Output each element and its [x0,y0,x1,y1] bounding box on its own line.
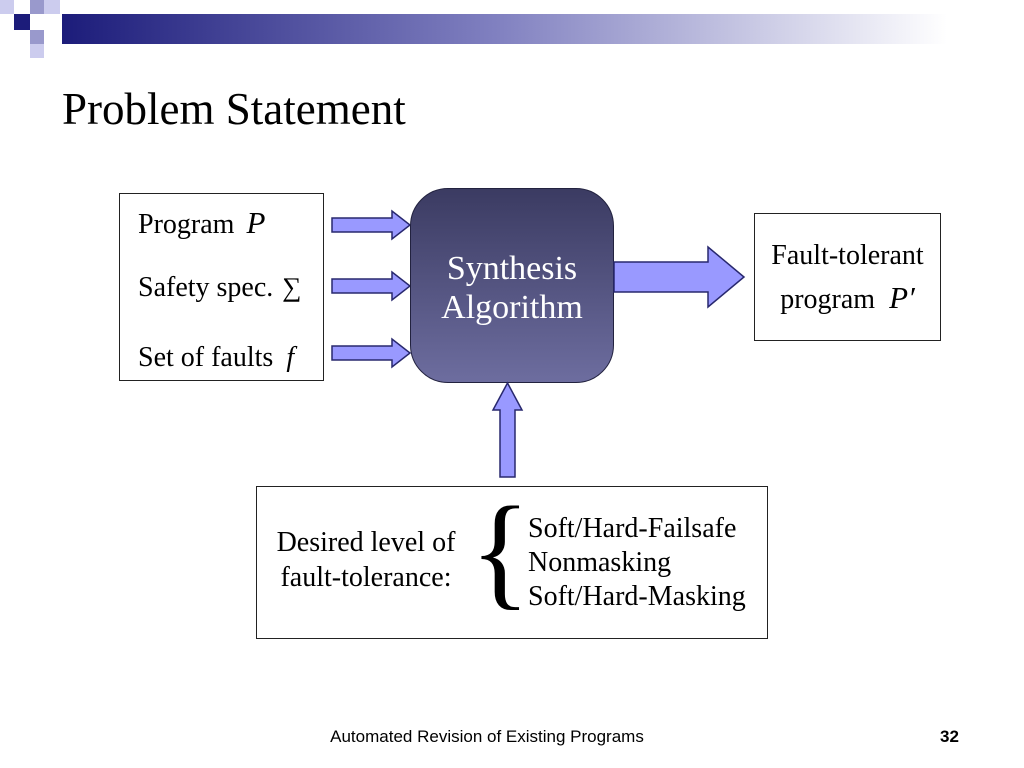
footer-text: Automated Revision of Existing Programs [330,727,644,746]
input-row-faults: Set of faults f [138,342,294,374]
title-gradient-bar [62,14,1024,44]
faults-symbol: f [286,342,295,373]
tolerance-label-line-1: Desired level of [276,527,456,558]
corner-square-navy [14,14,30,30]
output-line-2: program P′ [755,282,940,316]
corner-square [0,0,14,14]
corner-square [30,44,44,58]
inputs-box: Program P Safety spec. ∑ Set of faults f [119,193,324,381]
input-arrow-faults [331,337,412,369]
arrow-shape [613,245,746,309]
output-arrow [613,245,746,309]
input-row-program: Program P [138,207,265,241]
arrow-shape [331,270,412,302]
input-label: Set of faults [138,342,274,373]
input-label: Safety spec. [138,272,274,303]
input-row-safety-spec: Safety spec. ∑ [138,271,302,304]
tolerance-level-item: Soft/Hard-Failsafe [528,513,737,544]
corner-square [30,0,44,14]
synthesis-algorithm-box: Synthesis Algorithm [410,188,614,383]
output-line-1: Fault-tolerant [771,240,924,271]
input-arrow-safety-spec [331,270,412,302]
curly-brace: { [470,482,531,621]
tolerance-levels-list: Soft/Hard-Failsafe Nonmasking Soft/Hard-… [528,512,746,614]
algorithm-label: Synthesis Algorithm [411,249,613,327]
output-box: Fault-tolerant program P′ [754,213,941,341]
input-label: Program [138,209,235,240]
safety-spec-symbol: ∑ [282,272,302,302]
algorithm-line-2: Algorithm [441,289,583,326]
arrow-shape [491,381,524,478]
tolerance-level-item: Soft/Hard-Masking [528,581,746,612]
page-number: 32 [940,727,959,746]
tolerance-arrow [491,381,524,478]
corner-square [30,30,44,44]
corner-square [44,0,60,14]
tolerance-level-item: Nonmasking [528,547,672,578]
algorithm-line-1: Synthesis [446,250,578,287]
arrow-shape [331,337,412,369]
tolerance-label: Desired level of fault-tolerance: [274,525,458,595]
slide-title: Problem Statement [62,84,406,134]
tolerance-box: Desired level of fault-tolerance: { Soft… [256,486,768,639]
program-symbol: P [246,205,266,240]
output-label: program [780,284,876,315]
input-arrow-program [331,209,412,241]
arrow-shape [331,209,412,241]
tolerance-label-line-2: fault-tolerance: [280,562,452,593]
output-program-symbol: P′ [889,280,915,315]
